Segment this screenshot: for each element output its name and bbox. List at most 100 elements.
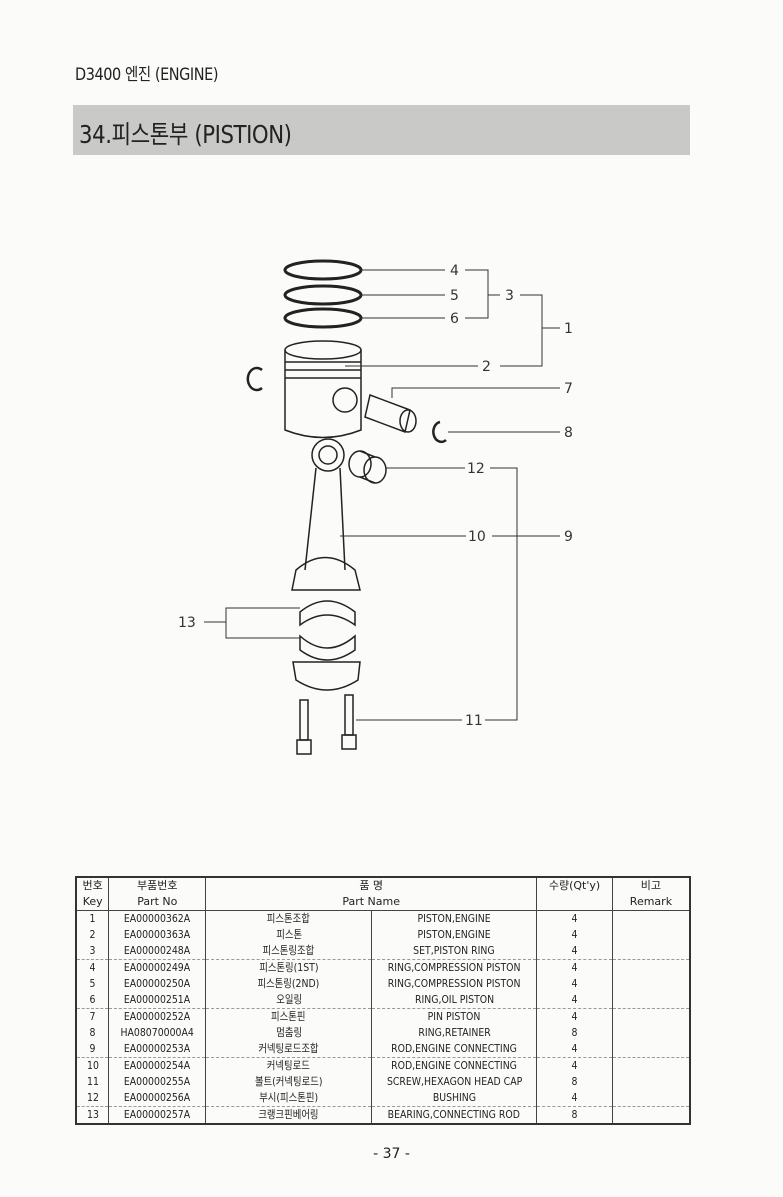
cell-key: 2 [75,927,110,943]
cell-key: 8 [75,1025,110,1041]
cell-name-en: ROD,ENGINE CONNECTING [371,1057,538,1074]
callout-10: 10 [468,529,486,545]
cell-remark [611,1008,691,1025]
cell-name-ko: 피스톤링(2ND) [205,976,373,992]
parts-table: 번호 부품번호 품 명 수량(Qt'y) 비고 Key Part No Part… [75,876,691,1125]
part-no-text: EA00000248A [124,944,191,957]
cell-qty: 8 [536,1074,613,1090]
cell-part-no: EA00000250A [108,976,207,992]
cell-qty: 4 [536,1041,613,1058]
key-text: 3 [89,944,96,957]
part-no-text: EA00000363A [124,928,191,941]
cell-remark [611,992,691,1009]
name-en-text: RING,OIL PISTON [414,993,494,1006]
cell-part-no: HA08070000A4 [108,1025,207,1041]
cell-part-no: EA00000254A [108,1057,207,1074]
name-en-text: BUSHING [432,1091,476,1104]
cell-qty: 4 [536,910,613,927]
cell-name-en: ROD,ENGINE CONNECTING [371,1041,538,1058]
name-ko-text: 피스톤링(2ND) [257,977,320,990]
cell-name-ko: 피스톤링조합 [205,943,373,960]
cell-name-en: BEARING,CONNECTING ROD [371,1106,538,1124]
cell-name-ko: 볼트(커넥팅로드) [205,1074,373,1090]
table-row: 11 EA00000255A 볼트(커넥팅로드) SCREW,HEXAGON HEAD… [75,1074,691,1090]
cell-name-en: SCREW,HEXAGON HEAD CAP [371,1074,538,1090]
header-qty-blank [536,894,613,911]
part-no-text: EA00000250A [124,977,191,990]
header-key-en: Key [75,894,110,911]
callout-5: 5 [450,288,459,304]
name-ko-text: 피스톤링조합 [262,944,315,957]
cell-part-no: EA00000362A [108,910,207,927]
name-ko-text: 피스톤핀 [271,1010,306,1023]
cell-remark [611,927,691,943]
part-no-text: EA00000362A [124,912,191,925]
cell-remark [611,959,691,976]
cell-name-en: PISTON,ENGINE [371,927,538,943]
cell-key: 5 [75,976,110,992]
qty-text: 4 [571,1042,578,1055]
cell-name-ko: 피스톤핀 [205,1008,373,1025]
cell-qty: 4 [536,1057,613,1074]
cell-part-no: EA00000256A [108,1090,207,1107]
header-partno-en: Part No [108,894,207,911]
key-text: 9 [89,1042,96,1055]
name-en-text: ROD,ENGINE CONNECTING [391,1059,518,1072]
key-text: 11 [86,1075,99,1088]
name-ko-text: 볼트(커넥팅로드) [254,1075,323,1088]
cell-part-no: EA00000255A [108,1074,207,1090]
cell-part-no: EA00000253A [108,1041,207,1058]
cell-name-ko: 오일링 [205,992,373,1009]
key-text: 7 [89,1010,96,1023]
header-partno-ko: 부품번호 [108,877,207,894]
qty-text: 4 [571,1010,578,1023]
callout-8: 8 [564,425,573,441]
cell-name-ko: 피스톤링(1ST) [205,959,373,976]
part-no-text: EA00000254A [124,1059,191,1072]
exploded-piston-diagram: 1 2 3 4 5 6 7 8 9 10 11 12 13 [178,259,573,755]
cell-qty: 4 [536,992,613,1009]
cell-part-no: EA00000249A [108,959,207,976]
cell-qty: 4 [536,976,613,992]
table-header-row-en: Key Part No Part Name Remark [75,894,691,911]
name-ko-text: 커넥팅로드조합 [258,1042,319,1055]
callout-12: 12 [467,461,485,477]
oil-ring [283,307,363,329]
cell-part-no: EA00000251A [108,992,207,1009]
header-remark-en: Remark [611,894,691,911]
piston-pin [364,393,417,434]
cell-name-ko: 부시(피스톤핀) [205,1090,373,1107]
header-key-ko: 번호 [75,877,110,894]
part-no-text: EA00000256A [124,1091,191,1104]
key-text: 10 [86,1059,99,1072]
retainer-ring-right [432,420,447,444]
part-no-text: EA00000253A [124,1042,191,1055]
name-en-text: SCREW,HEXAGON HEAD CAP [386,1075,522,1088]
name-en-text: BEARING,CONNECTING ROD [388,1108,521,1121]
part-no-text: HA08070000A4 [120,1026,194,1039]
cell-qty: 4 [536,927,613,943]
name-en-text: RING,COMPRESSION PISTON [387,977,521,990]
cell-name-en: PIN PISTON [371,1008,538,1025]
name-en-text: PISTON,ENGINE [417,928,491,941]
callout-6: 6 [450,311,459,327]
cell-remark [611,1025,691,1041]
qty-text: 8 [571,1108,578,1121]
cell-key: 6 [75,992,110,1009]
qty-text: 4 [571,928,578,941]
rod-cap [292,661,361,691]
name-ko-text: 피스톤조합 [267,912,311,925]
name-en-text: RING,RETAINER [417,1026,491,1039]
cell-key: 3 [75,943,110,960]
cell-qty: 4 [536,1008,613,1025]
header-name-ko: 품 명 [205,877,538,894]
name-ko-text: 오일링 [275,993,302,1006]
key-text: 8 [89,1026,96,1039]
key-text: 6 [89,993,96,1006]
cell-name-en: BUSHING [371,1090,538,1107]
cell-name-ko: 피스톤 [205,927,373,943]
cell-part-no: EA00000257A [108,1106,207,1124]
